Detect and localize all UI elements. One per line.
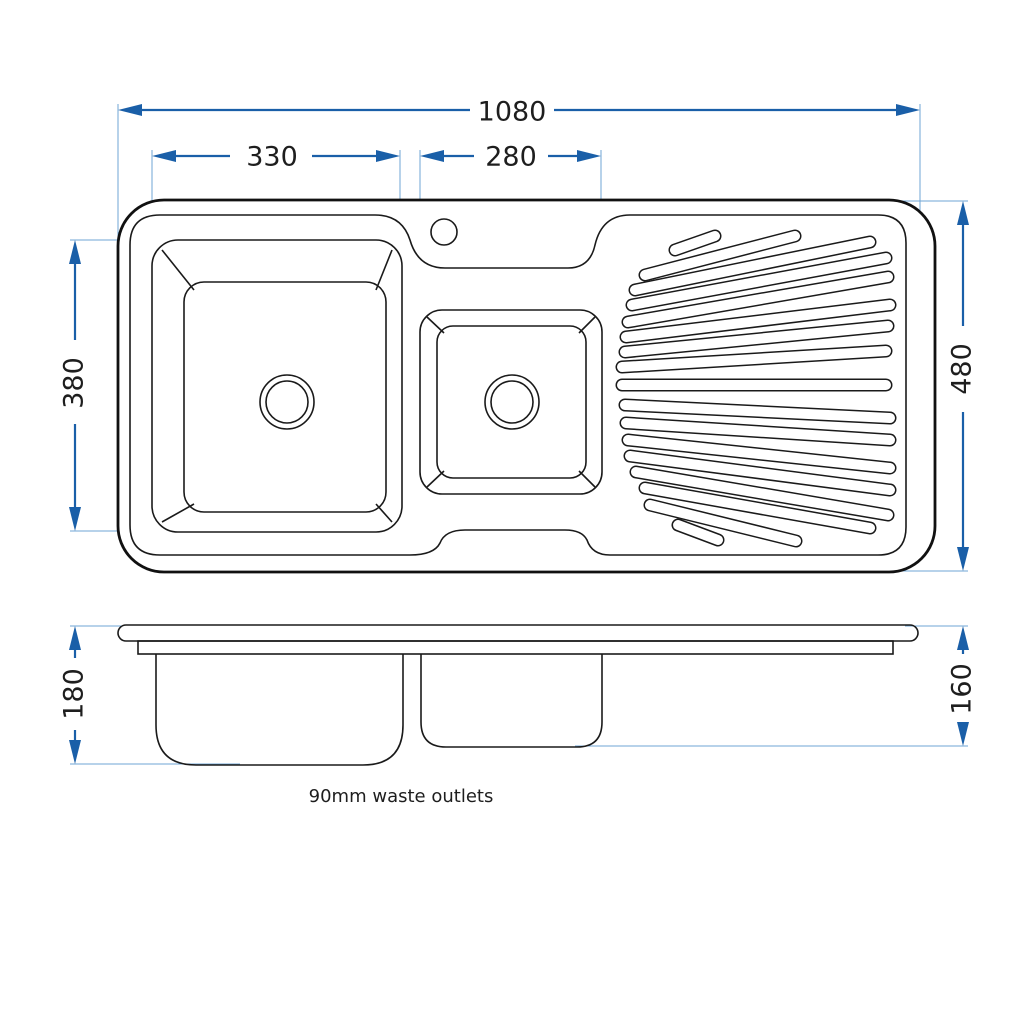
sink-side-view: [117, 624, 919, 766]
drainer-grooves: [615, 229, 897, 548]
right-bowl: [419, 309, 603, 495]
drainer-groove: [620, 321, 893, 357]
drainer-groove: [670, 231, 720, 255]
drainer-groove: [620, 400, 895, 423]
drainer-groove: [617, 346, 891, 372]
drainer-groove: [631, 467, 893, 520]
waste-outlet-note: 90mm waste outlets: [309, 786, 494, 807]
dim-label-330: 330: [246, 142, 298, 173]
inner-rim: [129, 214, 907, 556]
dim-label-280: 280: [485, 142, 537, 173]
dimension-330: 330: [152, 142, 400, 173]
dimension-1080: 1080: [118, 97, 920, 128]
drainer-groove: [645, 500, 801, 546]
dim-label-1080: 1080: [478, 97, 547, 128]
right-waste-outlet: [484, 374, 540, 430]
dimension-160: 160: [947, 626, 978, 746]
tap-hole: [430, 218, 458, 246]
drainer-groove: [640, 483, 875, 533]
sink-plan-view: [116, 198, 937, 574]
dimension-380: 380: [59, 240, 90, 531]
drainer-groove: [623, 435, 895, 473]
drainer-groove: [625, 451, 895, 495]
drainer-groove: [623, 272, 893, 327]
drainer-groove: [673, 520, 723, 545]
dim-label-160: 160: [947, 663, 978, 715]
dimension-480: 480: [947, 201, 978, 571]
drainer-groove: [630, 237, 875, 295]
dim-label-480: 480: [947, 343, 978, 395]
left-bowl: [151, 239, 403, 533]
drainer-groove: [621, 300, 895, 342]
dim-label-180: 180: [59, 668, 90, 720]
drainer-groove: [621, 418, 895, 445]
dim-label-380: 380: [59, 357, 90, 409]
drainer-groove: [640, 231, 800, 280]
dimension-180: 180: [59, 626, 90, 764]
left-waste-outlet: [259, 374, 315, 430]
drainer-groove: [627, 253, 891, 310]
dimension-280: 280: [420, 142, 601, 173]
